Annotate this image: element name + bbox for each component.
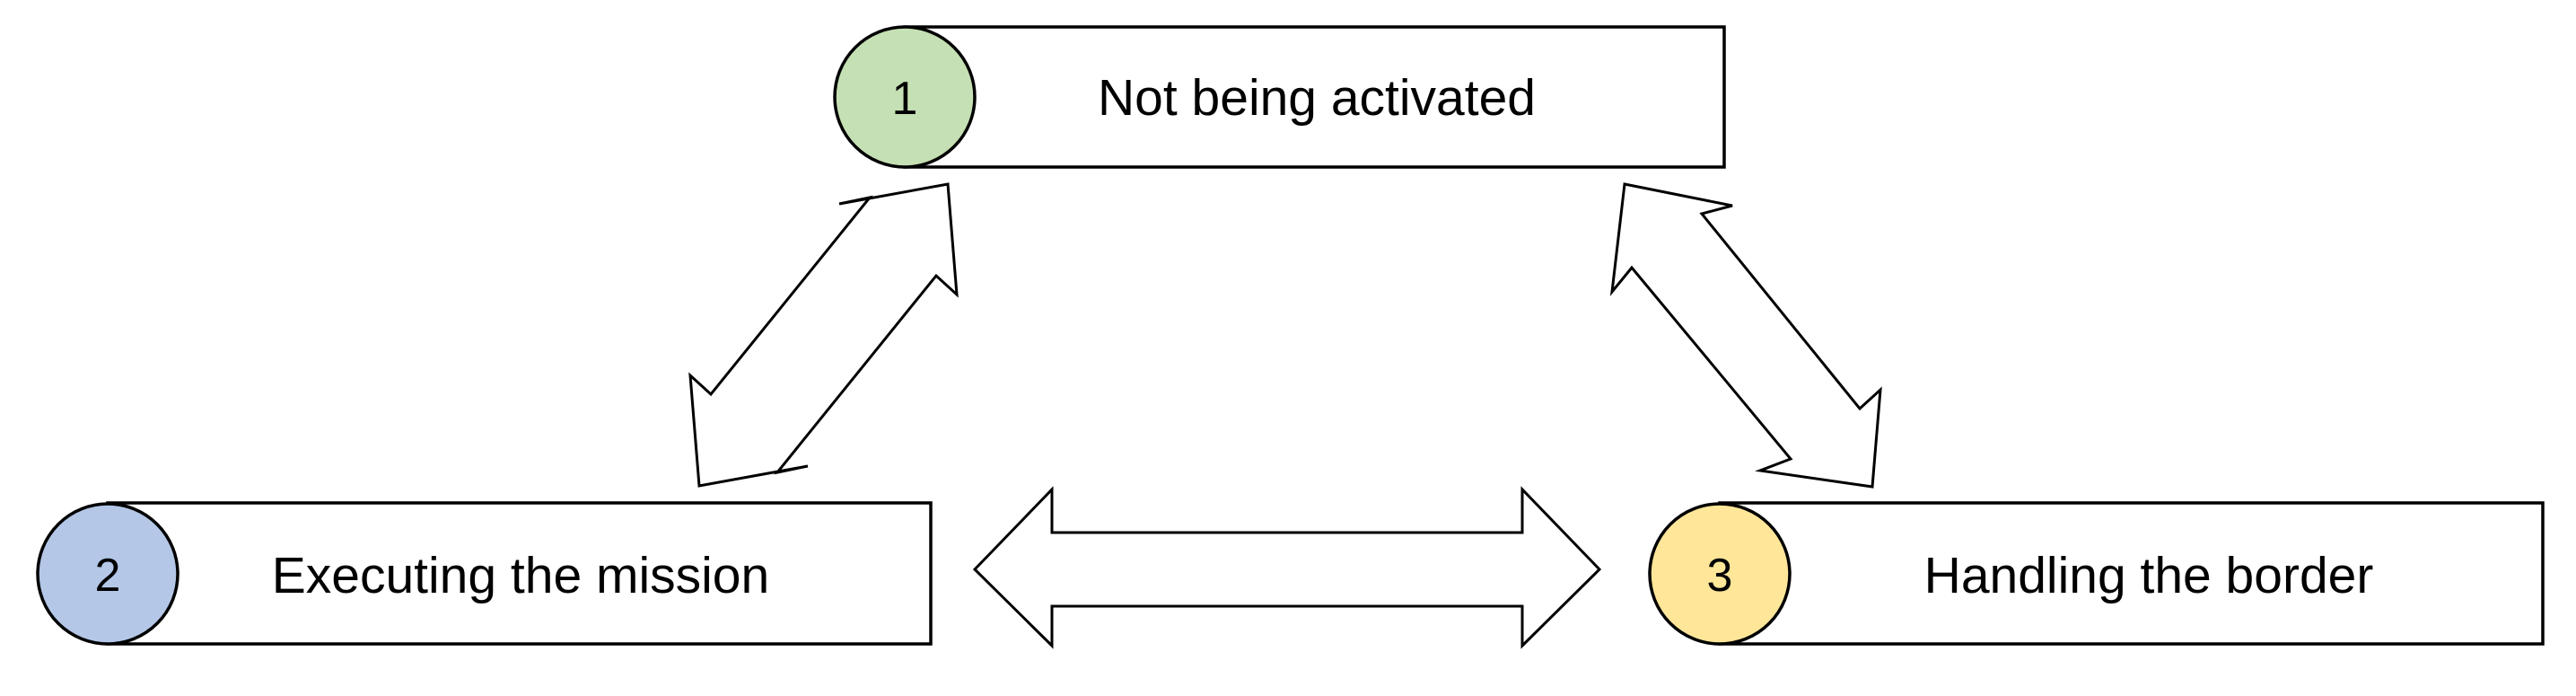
state-node-2: 2 Executing the mission	[36, 501, 933, 646]
transition-arrow-1-3	[1609, 182, 1882, 489]
state-label-3: Handling the border	[1924, 547, 2374, 604]
state-number-3: 3	[1707, 550, 1733, 602]
state-circle-3	[1648, 502, 1792, 646]
state-label-1: Not being activated	[1098, 69, 1536, 127]
state-node-3: 3 Handling the border	[1648, 501, 2545, 646]
state-number-1: 1	[892, 73, 918, 125]
state-number-2: 2	[95, 550, 121, 602]
state-label-2: Executing the mission	[272, 547, 769, 604]
state-node-1: 1 Not being activated	[833, 25, 1726, 169]
state-box-3	[1718, 501, 2545, 646]
state-box-1	[903, 25, 1726, 169]
state-circle-2	[36, 502, 180, 646]
transition-arrow-2-3	[972, 486, 1602, 649]
state-circle-1	[833, 25, 977, 169]
state-box-2	[106, 501, 933, 646]
transition-arrow-1-2	[688, 182, 959, 488]
